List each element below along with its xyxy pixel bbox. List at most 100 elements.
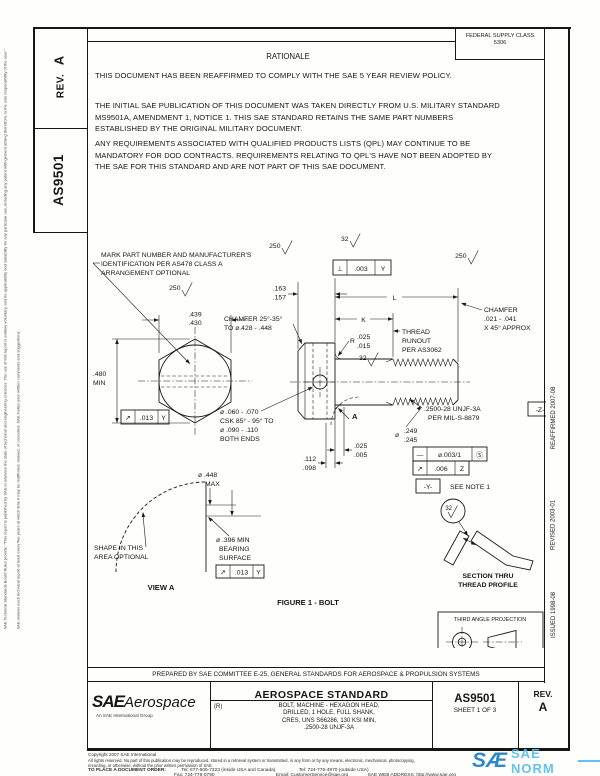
surface-finish-250-hex: 250 — [169, 282, 193, 297]
svg-text:.439: .439 — [188, 312, 201, 319]
svg-text:-Z-: -Z- — [536, 407, 545, 414]
dim-hole-location: .112 .098 — [303, 423, 343, 472]
fillet-radius-note: R .025 .015 — [337, 334, 370, 357]
section-thread-profile: 32 SECTION THRU THREAD PROFILE — [440, 498, 534, 589]
svg-text:Z: Z — [460, 466, 464, 473]
tb-hline-doctype — [210, 700, 433, 701]
doc-number-cell: AS9501 SHEET 1 OF 3 — [432, 693, 518, 714]
fsc-label: FEDERAL SUPPLY CLASS — [465, 33, 535, 39]
svg-text:MARK PART NUMBER AND MANUFACT: MARK PART NUMBER AND MANUFACTURER'S — [101, 252, 252, 259]
aerospace-logo: Aerospace — [123, 694, 196, 711]
svg-text:—: — — [417, 452, 424, 459]
dim-across-flats: .439 .430 — [142, 312, 248, 353]
svg-text:MIN: MIN — [93, 380, 106, 387]
svg-text:250: 250 — [169, 285, 181, 292]
order-web: SAE WEB ADDRESS: http://www.sae.org — [367, 772, 456, 776]
svg-text:CSK 85° - 95° TO: CSK 85° - 95° TO — [220, 417, 274, 425]
tb-vline-2 — [432, 682, 433, 749]
fcf-perpendicularity: ⊥ .003 Y — [332, 259, 392, 342]
doc-number-box: AS9501 — [33, 128, 88, 233]
svg-text:CHAMFER 25°-35°: CHAMFER 25°-35° — [224, 315, 283, 323]
reaffirm-note: THIS DOCUMENT HAS BEEN REAFFIRMED TO COM… — [95, 71, 452, 80]
svg-text:PER AS3062: PER AS3062 — [402, 347, 442, 354]
svg-text:↗: ↗ — [417, 466, 423, 473]
csk-note: ⌀ .060 - .070 CSK 85° - 95° TO ⌀ .090 - … — [220, 387, 313, 443]
svg-text:-Y-: -Y- — [424, 484, 432, 491]
svg-text:.013: .013 — [140, 415, 153, 422]
header-rule — [87, 41, 455, 42]
view-a-detail: ⌀ .396 MIN BEARING SURFACE ↗ .013 Y SHAP… — [94, 481, 265, 592]
doc-number-vertical: AS9501 — [51, 154, 66, 206]
svg-text:THREAD: THREAD — [402, 329, 430, 336]
rev-value: A — [51, 55, 67, 66]
left-disclaimer-2: SAE reviews each technical report at lea… — [15, 330, 21, 630]
doc-title-cell: BOLT, MACHINE - HEXAGON HEAD, DRILLED, 1… — [278, 703, 380, 732]
order-row-1: TO PLACE A DOCUMENT ORDER: Tel: 877-606-… — [88, 768, 558, 773]
svg-text:.013: .013 — [235, 570, 248, 577]
bolt-side-view — [290, 342, 470, 426]
figure-1-bolt-drawing: MARK PART NUMBER AND MANUFACTURER'S IDEN… — [92, 233, 546, 648]
svg-text:VIEW A: VIEW A — [148, 583, 175, 592]
fcf-straightness: — ⌀.003/1 Ⓢ — [412, 446, 488, 462]
doc-type-cell: AEROSPACE STANDARD — [211, 685, 432, 703]
svg-text:↗: ↗ — [220, 570, 226, 577]
date-issued: ISSUED 1998-08 — [551, 591, 557, 639]
sae-norm-watermark: SÆ SAE NORM — [472, 746, 600, 776]
svg-text:THIRD ANGLE PROJECTION: THIRD ANGLE PROJECTION — [454, 617, 526, 623]
svg-text:Y: Y — [161, 415, 166, 422]
svg-text:⊥: ⊥ — [337, 266, 343, 273]
svg-text:ARRANGEMENT OPTIONAL: ARRANGEMENT OPTIONAL — [101, 270, 190, 277]
rights-text: All rights reserved. No part of this pub… — [88, 757, 415, 768]
border-left-outer — [33, 27, 35, 233]
svg-text:AREA OPTIONAL: AREA OPTIONAL — [94, 554, 149, 561]
sae-logo: SAE — [92, 692, 125, 711]
svg-text:.098: .098 — [303, 465, 316, 472]
order-tel-1: Tel: 877-606-7323 (inside USA and Canada… — [181, 767, 276, 773]
mark-note: MARK PART NUMBER AND MANUFACTURER'S IDEN… — [92, 252, 252, 365]
svg-text:↗: ↗ — [125, 415, 131, 422]
prepared-by-text: PREPARED BY SAE COMMITTEE E-25, GENERAL … — [152, 671, 480, 678]
svg-text:⌀ .448: ⌀ .448 — [198, 472, 217, 479]
tb-vline-1 — [210, 682, 211, 749]
order-label: TO PLACE A DOCUMENT ORDER: — [88, 767, 166, 773]
sae-logo-cell: SAEAerospace An SAE International Group — [92, 692, 208, 718]
svg-text:.249: .249 — [404, 428, 417, 435]
svg-text:Ⓢ: Ⓢ — [476, 452, 483, 460]
svg-text:Y: Y — [381, 266, 386, 273]
view-a-arrow: A — [338, 408, 358, 421]
svg-text:.480: .480 — [93, 371, 106, 378]
svg-text:K: K — [361, 317, 366, 324]
svg-text:TO ⌀.428 - .448: TO ⌀.428 - .448 — [224, 325, 272, 332]
fsc-value: 5306 — [493, 40, 507, 46]
dim-shank-diameter: ⌀ .249 .245 — [395, 406, 422, 444]
svg-text:32: 32 — [341, 236, 349, 243]
datum-z-box: -Z- — [527, 401, 546, 417]
thread-runout-note: THREAD RUNOUT PER AS3062 — [393, 329, 442, 354]
order-fax: Fax: 724-776-0790 — [174, 772, 215, 776]
svg-text:⌀ .090 - .110: ⌀ .090 - .110 — [220, 427, 258, 434]
tb-vline-3 — [518, 682, 519, 749]
datum-y-box: -Y- SEE NOTE 1 — [415, 478, 490, 494]
sheet-label: SHEET 1 OF 3 — [453, 707, 497, 714]
paragraph-2: ANY REQUIREMENTS ASSOCIATED WITH QUALIFI… — [95, 139, 493, 172]
date-revised: REVISED 2003-01 — [550, 499, 557, 551]
third-angle-projection: THIRD ANGLE PROJECTION — [437, 611, 544, 648]
svg-text:.025: .025 — [354, 443, 367, 450]
svg-text:BOTH ENDS: BOTH ENDS — [220, 436, 260, 443]
border-right-outer — [568, 27, 570, 751]
dim-grip-K: K — [335, 313, 394, 357]
date-reaffirmed: REAFFIRMED 2007-08 — [551, 386, 557, 450]
svg-text:Y: Y — [256, 570, 261, 577]
svg-text:RUNOUT: RUNOUT — [402, 338, 431, 345]
border-right-inner — [544, 27, 545, 683]
dim-undercut: .025 .005 — [327, 407, 367, 468]
svg-text:L: L — [393, 295, 397, 302]
svg-text:⌀ .396 MIN: ⌀ .396 MIN — [216, 537, 250, 544]
svg-text:.021 - .041: .021 - .041 — [484, 316, 517, 323]
fcf-runout-thread: ↗ .006 Z — [412, 460, 470, 476]
sae-norm-rule — [577, 760, 600, 762]
surface-finish-250-head: 250 — [269, 240, 293, 255]
dim-length-L: L — [335, 288, 459, 362]
svg-text:.430: .430 — [188, 320, 201, 327]
surface-finish-250-end: 250 — [455, 250, 479, 265]
